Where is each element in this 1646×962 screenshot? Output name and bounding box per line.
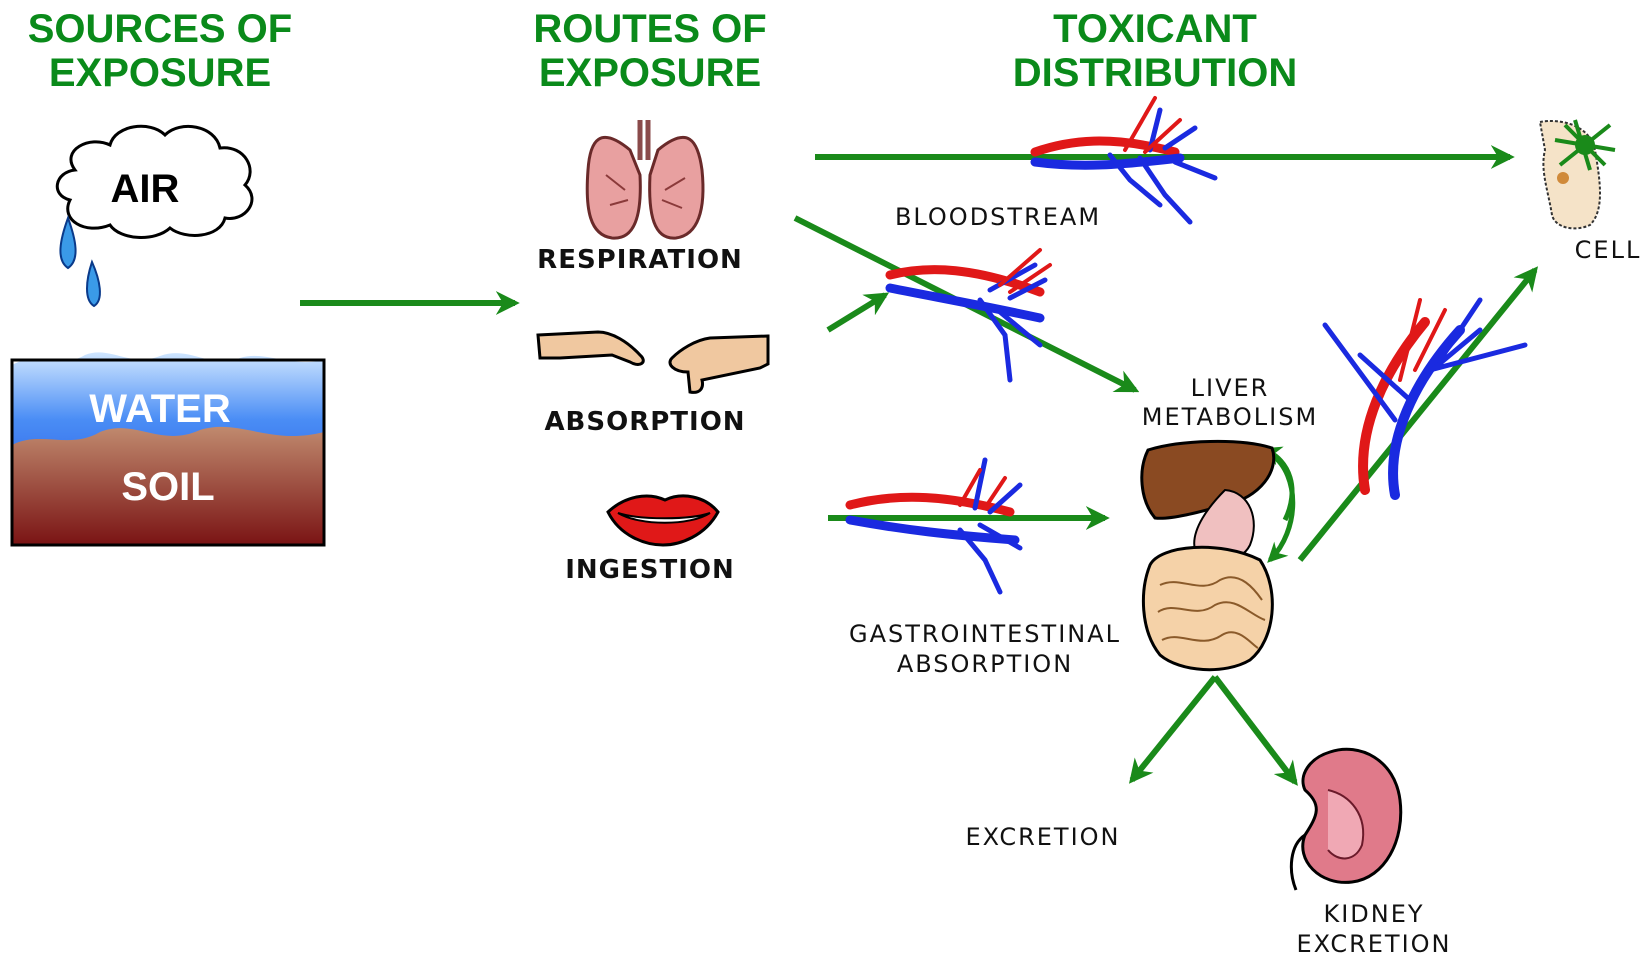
header-routes: ROUTES OF EXPOSURE <box>533 7 766 95</box>
blood-vessel-icon-middle <box>890 250 1050 380</box>
header-toxicant-line2: DISTRIBUTION <box>1013 51 1297 95</box>
kidney-icon <box>1291 749 1400 890</box>
air-cloud-icon: AIR <box>57 126 252 237</box>
water-soil-block: WATER SOIL <box>12 352 324 545</box>
lungs-icon <box>587 120 703 238</box>
air-label: AIR <box>111 167 180 211</box>
label-bloodstream: BLOODSTREAM <box>895 203 1101 231</box>
soil-label: SOIL <box>121 465 214 509</box>
water-label: WATER <box>89 387 231 431</box>
lips-icon <box>608 496 718 545</box>
label-gi-line1: GASTROINTESTINAL <box>849 620 1121 648</box>
raindrop-icon <box>60 218 100 306</box>
label-liver-line1: LIVER <box>1191 374 1270 402</box>
header-toxicant: TOXICANT DISTRIBUTION <box>1013 7 1297 95</box>
label-excretion: EXCRETION <box>965 823 1120 851</box>
label-kidney-line1: KIDNEY <box>1323 900 1424 928</box>
label-cell: CELL <box>1575 236 1642 264</box>
header-sources-line1: SOURCES OF <box>28 7 292 51</box>
header-sources: SOURCES OF EXPOSURE <box>28 7 292 95</box>
flow-arrows <box>300 157 1535 782</box>
label-gi-line2: ABSORPTION <box>897 650 1073 678</box>
blood-vessel-icon-right <box>1325 300 1525 495</box>
arrow-to-excretion <box>1132 677 1215 780</box>
label-kidney-line2: EXCRETION <box>1296 930 1451 958</box>
hands-icon <box>538 332 768 392</box>
blood-vessel-icon-lower <box>850 460 1020 592</box>
arrow-absorption-to-blood <box>828 295 885 330</box>
route-label-respiration: RESPIRATION <box>537 245 743 275</box>
header-routes-line1: ROUTES OF <box>533 7 766 51</box>
header-routes-line2: EXPOSURE <box>539 51 761 95</box>
route-label-ingestion: INGESTION <box>565 555 735 585</box>
arrow-to-kidney <box>1215 677 1295 782</box>
header-toxicant-line1: TOXICANT <box>1053 7 1257 51</box>
label-liver-line2: METABOLISM <box>1142 403 1318 431</box>
cell-icon <box>1540 120 1615 228</box>
route-label-absorption: ABSORPTION <box>544 407 745 437</box>
liver-digestive-icon <box>1142 441 1274 669</box>
header-sources-line2: EXPOSURE <box>49 51 271 95</box>
